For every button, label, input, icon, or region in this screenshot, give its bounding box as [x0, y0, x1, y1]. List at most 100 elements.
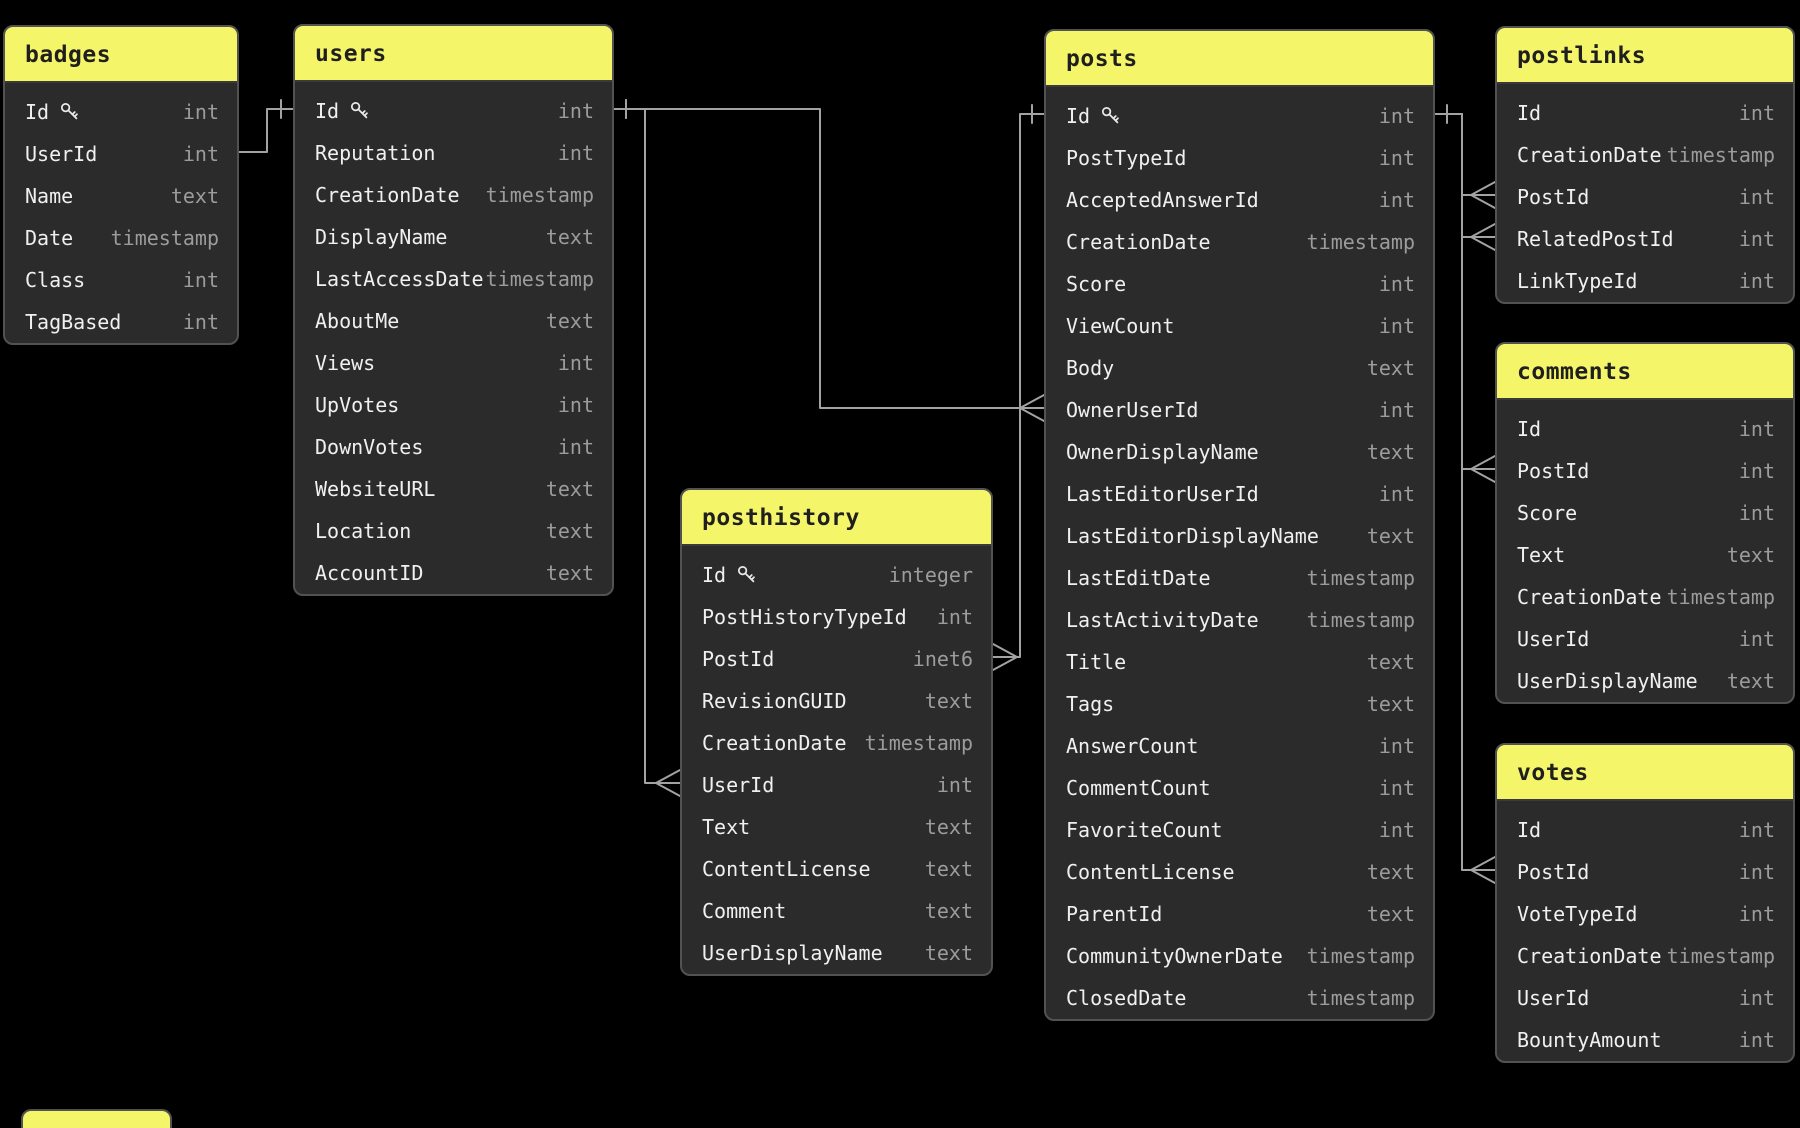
- relationship-line: [655, 769, 681, 784]
- field-type: text: [545, 309, 594, 333]
- field-type: int: [182, 268, 219, 292]
- relationship-line: [1434, 113, 1472, 871]
- field-type: int: [557, 393, 594, 417]
- field-type: int: [1738, 860, 1775, 884]
- field-type: timestamp: [1666, 944, 1775, 968]
- field-name: Name: [25, 184, 74, 208]
- field-name: Text: [702, 815, 751, 839]
- field-type: int: [1738, 1028, 1775, 1052]
- table-header-postlinks[interactable]: postlinks: [1497, 28, 1793, 84]
- table-header-posts[interactable]: posts: [1046, 31, 1433, 87]
- field-type: text: [170, 184, 219, 208]
- field-type: timestamp: [1306, 608, 1415, 632]
- field-name: VoteTypeId: [1517, 902, 1638, 926]
- field-name: CreationDate: [1517, 944, 1662, 968]
- field-row-comments-UserDisplayName: UserDisplayName text: [1497, 660, 1793, 702]
- field-name: UpVotes: [315, 393, 400, 417]
- table-header-users[interactable]: users: [295, 26, 612, 82]
- field-name: PostHistoryTypeId: [702, 605, 907, 629]
- field-name: PostId: [1517, 459, 1590, 483]
- field-name: LastEditDate: [1066, 566, 1211, 590]
- field-name: Id: [25, 100, 81, 124]
- relationship-line: [1470, 468, 1496, 483]
- field-type: int: [1378, 818, 1415, 842]
- field-type: int: [1378, 104, 1415, 128]
- field-type: timestamp: [110, 226, 219, 250]
- field-type: text: [545, 519, 594, 543]
- field-type: int: [557, 435, 594, 459]
- field-name: UserDisplayName: [1517, 669, 1698, 693]
- field-name: LastEditorUserId: [1066, 482, 1259, 506]
- field-type: int: [1378, 734, 1415, 758]
- field-name: Body: [1066, 356, 1115, 380]
- relationship-line: [1016, 113, 1045, 658]
- field-type: text: [1366, 860, 1415, 884]
- field-type: int: [557, 141, 594, 165]
- relationship-line: [1470, 236, 1496, 251]
- field-type: text: [1726, 669, 1775, 693]
- field-type: timestamp: [485, 267, 594, 291]
- relationship-line: [238, 108, 294, 153]
- primary-key-icon: [61, 102, 78, 120]
- table-header-posthistory[interactable]: posthistory: [682, 490, 991, 546]
- field-type: int: [557, 351, 594, 375]
- field-type: int: [1378, 188, 1415, 212]
- table-header-votes[interactable]: votes: [1497, 745, 1793, 801]
- table-header-badges[interactable]: badges: [5, 27, 237, 83]
- field-type: text: [924, 899, 973, 923]
- field-name: Id: [1517, 818, 1542, 842]
- field-name: Location: [315, 519, 412, 543]
- field-type: text: [545, 561, 594, 585]
- relationship-line: [1470, 181, 1496, 196]
- partial-table-header[interactable]: [21, 1109, 172, 1128]
- field-type: int: [1378, 398, 1415, 422]
- field-type: timestamp: [1306, 944, 1415, 968]
- field-type: int: [1378, 146, 1415, 170]
- field-name: Date: [25, 226, 74, 250]
- field-row-users-UpVotes: UpVotes int: [295, 384, 612, 426]
- field-name: LinkTypeId: [1517, 269, 1638, 293]
- field-name: RevisionGUID: [702, 689, 847, 713]
- field-type: int: [1738, 501, 1775, 525]
- field-name: OwnerDisplayName: [1066, 440, 1259, 464]
- field-name: ClosedDate: [1066, 986, 1187, 1010]
- table-header-comments[interactable]: comments: [1497, 344, 1793, 400]
